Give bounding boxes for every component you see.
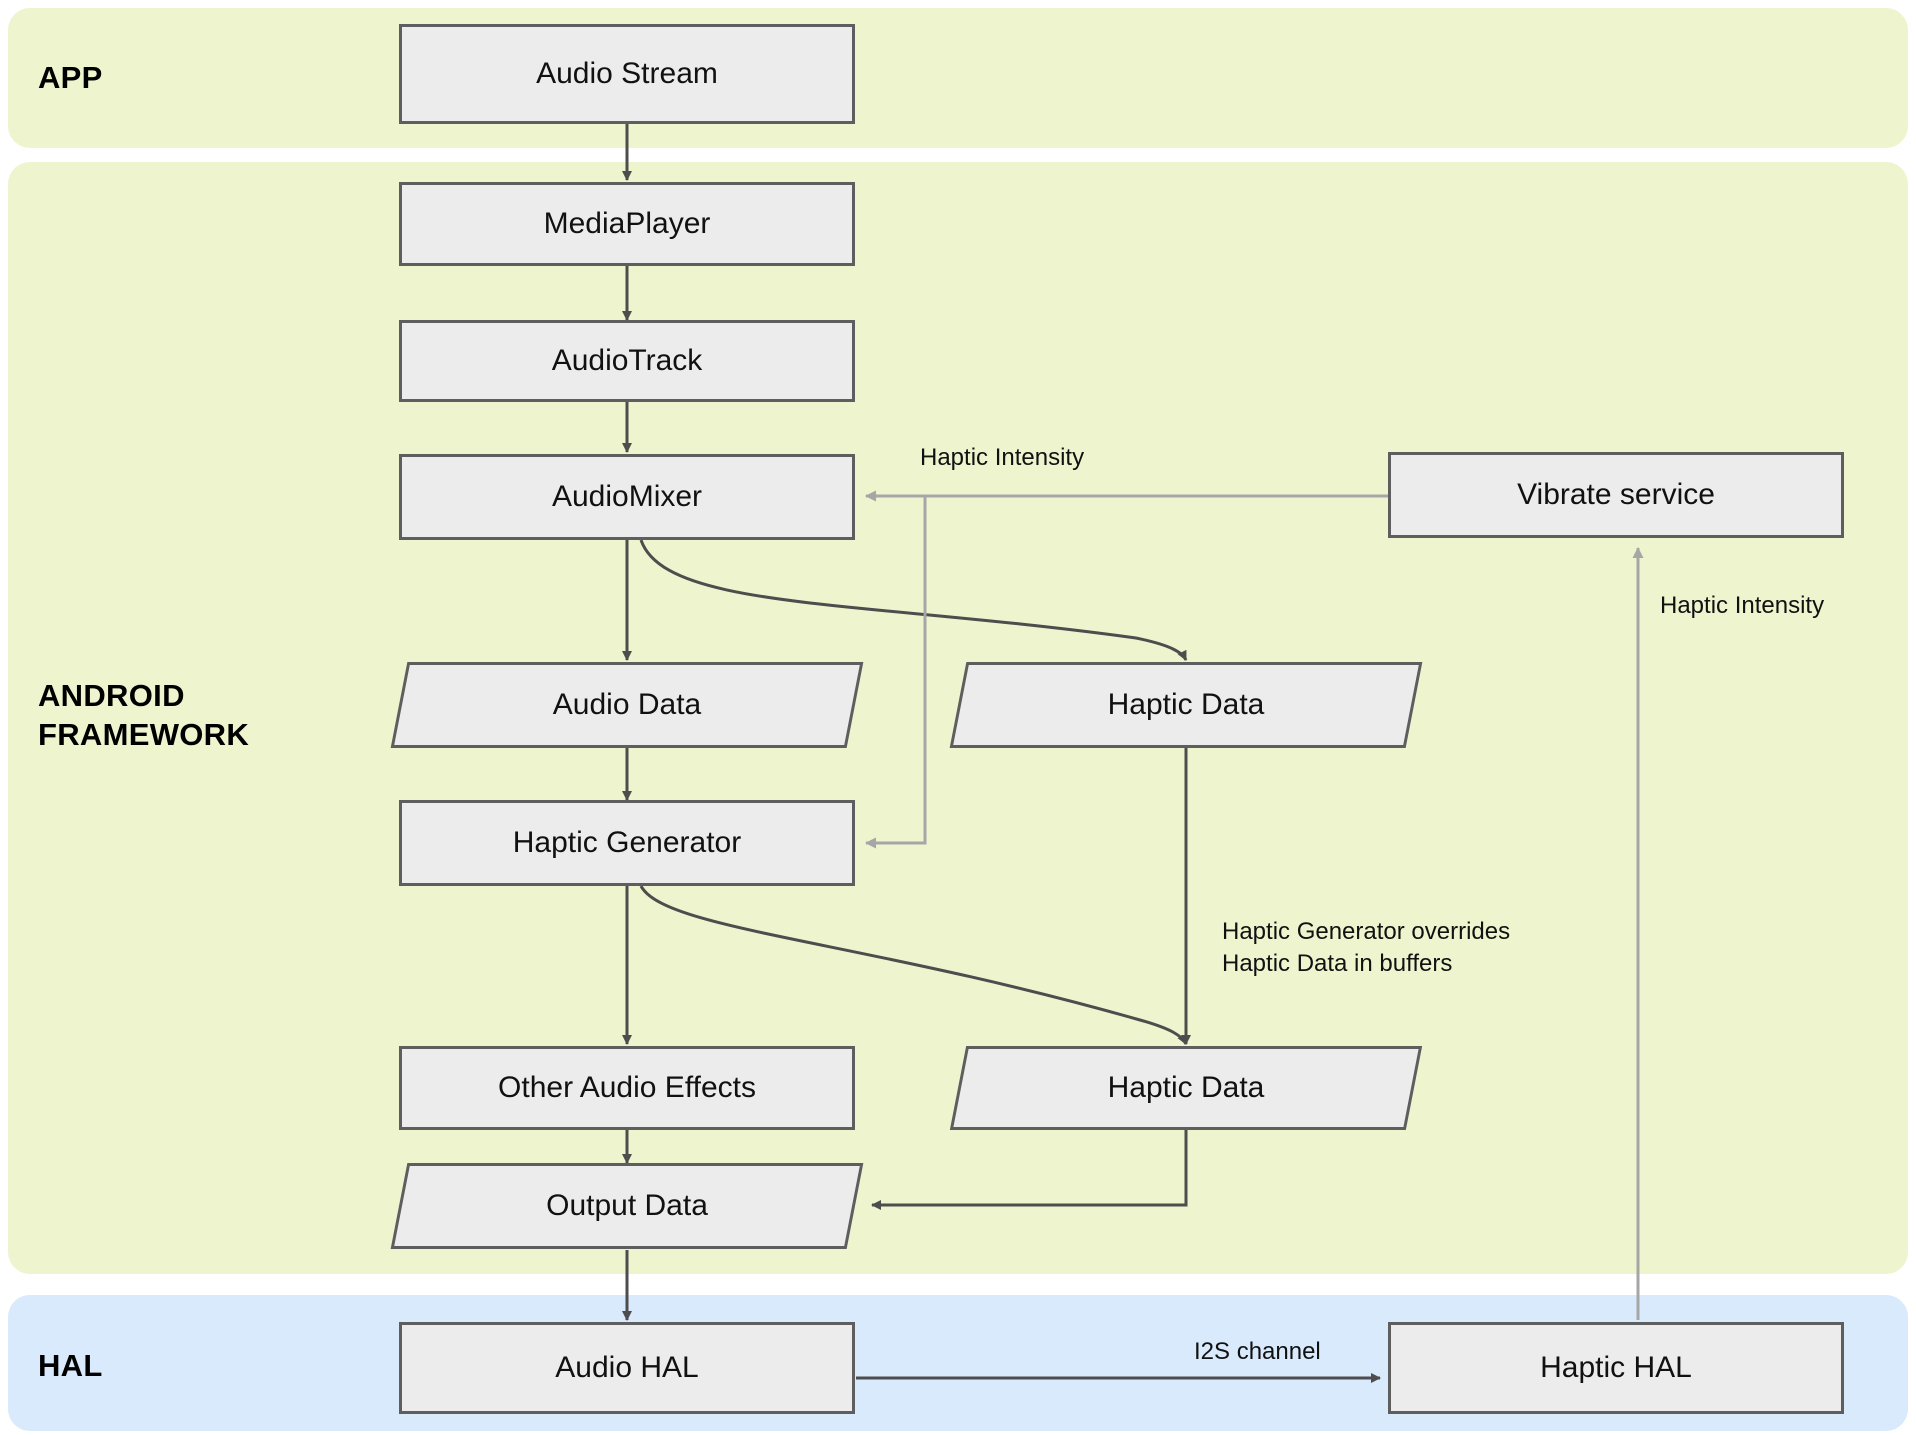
node-haptic-data-2[interactable]: Haptic Data xyxy=(949,1046,1423,1130)
node-label-audio-data: Audio Data xyxy=(552,688,702,721)
node-audio-mixer[interactable]: AudioMixer xyxy=(399,454,855,540)
node-label-haptic-data-1: Haptic Data xyxy=(1107,688,1265,721)
band-label-android-framework: ANDROID FRAMEWORK xyxy=(38,678,250,753)
edge-label-i2s-channel: I2S channel xyxy=(1194,1338,1321,1365)
edge-label-haptic-intensity-right: Haptic Intensity xyxy=(1660,592,1825,619)
node-haptic-data-1[interactable]: Haptic Data xyxy=(949,662,1423,748)
node-label-audio-hal: Audio HAL xyxy=(555,1351,699,1384)
node-audio-hal[interactable]: Audio HAL xyxy=(399,1322,855,1414)
band-app xyxy=(8,8,1908,148)
node-label-vibrate-service: Vibrate service xyxy=(1517,478,1715,511)
node-haptic-generator[interactable]: Haptic Generator xyxy=(399,800,855,886)
node-label-haptic-generator: Haptic Generator xyxy=(512,826,742,859)
band-label-hal: HAL xyxy=(38,1348,103,1383)
node-media-player[interactable]: MediaPlayer xyxy=(399,182,855,266)
edge-audio-mixer-to-haptic-data-1 xyxy=(639,539,1188,661)
edge-haptic-generator-to-haptic-data-2 xyxy=(639,885,1188,1045)
node-output-data[interactable]: Output Data xyxy=(390,1163,864,1249)
node-label-audio-mixer: AudioMixer xyxy=(551,480,703,513)
edge-label-override-note: Haptic Generator overrides Haptic Data i… xyxy=(1222,918,1511,977)
node-audio-data[interactable]: Audio Data xyxy=(390,662,864,748)
node-label-media-player: MediaPlayer xyxy=(543,207,711,240)
node-label-audio-stream: Audio Stream xyxy=(536,57,718,90)
node-audio-track[interactable]: AudioTrack xyxy=(399,320,855,402)
node-label-output-data: Output Data xyxy=(546,1189,708,1222)
node-label-haptic-data-2: Haptic Data xyxy=(1107,1071,1265,1104)
node-audio-stream[interactable]: Audio Stream xyxy=(399,24,855,124)
node-haptic-hal[interactable]: Haptic HAL xyxy=(1388,1322,1844,1414)
node-label-audio-track: AudioTrack xyxy=(551,344,703,377)
node-label-haptic-hal: Haptic HAL xyxy=(1540,1351,1692,1384)
node-label-other-audio-effects: Other Audio Effects xyxy=(498,1071,756,1104)
edge-haptic-data-2-to-output-data xyxy=(871,1130,1188,1210)
node-vibrate-service[interactable]: Vibrate service xyxy=(1388,452,1844,538)
node-other-audio-effects[interactable]: Other Audio Effects xyxy=(399,1046,855,1130)
edge-label-haptic-intensity-top: Haptic Intensity xyxy=(920,444,1085,471)
edge-vibrate-service-to-haptic-generator xyxy=(865,496,927,849)
band-label-app: APP xyxy=(38,60,103,95)
